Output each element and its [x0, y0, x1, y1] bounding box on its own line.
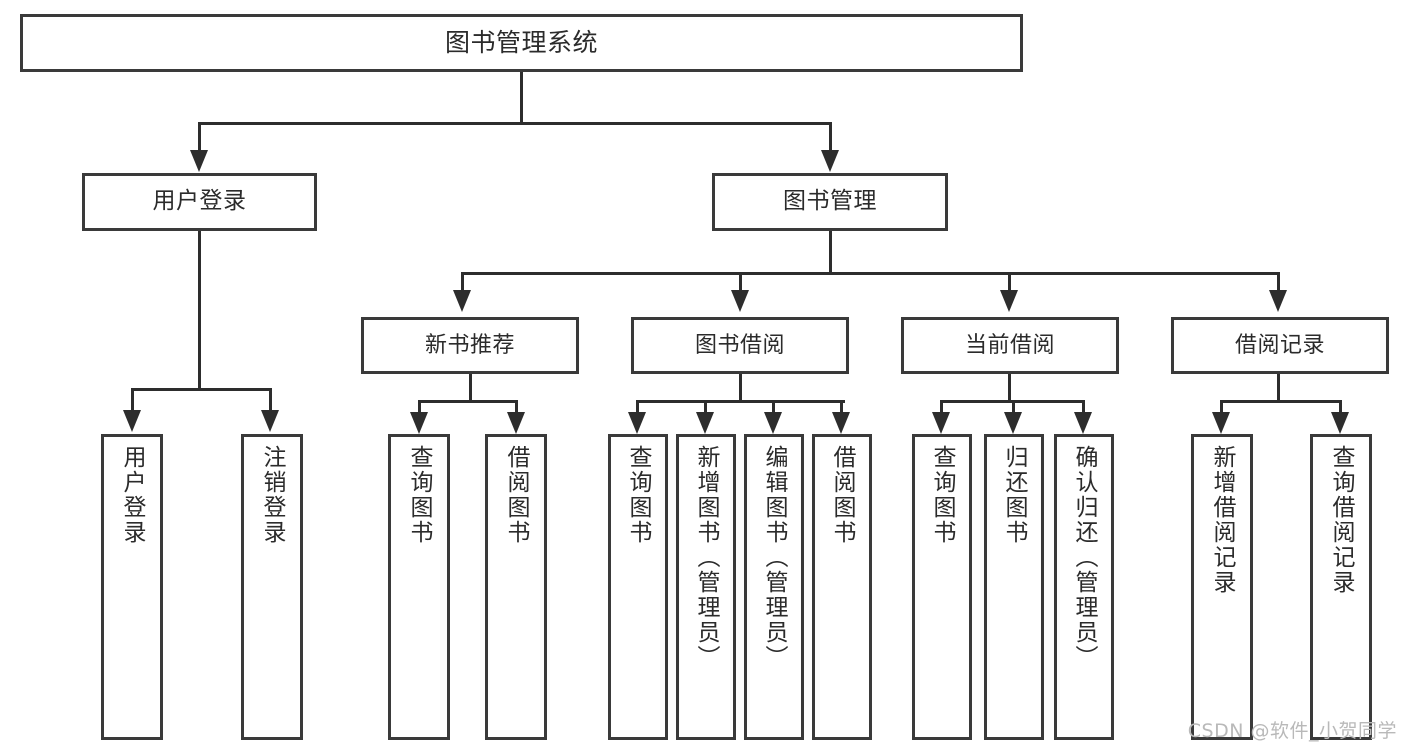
connector-bookmgmt-to-newbook — [461, 272, 464, 292]
arrowhead-root-to-bookmgmt — [821, 150, 839, 172]
node-label: 借阅记录 — [1234, 332, 1325, 358]
arrowhead-newbook-to-borrowbook — [507, 412, 525, 434]
arrowhead-borrow-to-query — [628, 412, 646, 434]
leaf-query-book-newbook[interactable]: 查询图书 — [388, 434, 450, 740]
node-label: 新书推荐 — [424, 332, 515, 358]
node-label: 用户登录 — [152, 188, 247, 215]
leaf-user-logout[interactable]: 注销登录 — [241, 434, 303, 740]
node-label: 图书管理系统 — [444, 28, 598, 58]
node-label: 查询图书 — [406, 445, 433, 545]
connector-newbook-to-query — [418, 400, 421, 414]
node-book-borrow[interactable]: 图书借阅 — [631, 317, 849, 374]
connector-bookmgmt-to-borrow — [739, 272, 742, 292]
arrowhead-bookmgmt-to-borrow — [731, 290, 749, 312]
arrowhead-borrow-to-edit — [764, 412, 782, 434]
node-label: 新增图书（管理员） — [693, 445, 720, 670]
arrowhead-bookmgmt-to-newbook — [453, 290, 471, 312]
leaf-confirm-return-admin[interactable]: 确认归还（管理员） — [1054, 434, 1114, 740]
arrowhead-current-to-query — [932, 412, 950, 434]
connector-login-to-logout — [269, 388, 272, 412]
arrowhead-records-to-add — [1212, 412, 1230, 434]
connector-bookmgmt-to-records — [1277, 272, 1280, 292]
connector-root-to-bookmgmt — [829, 122, 832, 152]
leaf-return-book[interactable]: 归还图书 — [984, 434, 1044, 740]
leaf-query-book-borrow[interactable]: 查询图书 — [608, 434, 668, 740]
arrowhead-newbook-to-query — [410, 412, 428, 434]
connector-login-bar — [131, 388, 271, 391]
node-new-book-recommend[interactable]: 新书推荐 — [361, 317, 579, 374]
leaf-borrow-book-newbook[interactable]: 借阅图书 — [485, 434, 547, 740]
connector-borrow-stem — [739, 374, 742, 402]
node-root-system[interactable]: 图书管理系统 — [20, 14, 1023, 72]
connector-root-to-login — [198, 122, 201, 152]
connector-borrow-to-edit — [772, 400, 775, 414]
node-label: 新增借阅记录 — [1209, 445, 1236, 595]
arrowhead-bookmgmt-to-current — [1000, 290, 1018, 312]
node-label: 编辑图书（管理员） — [761, 445, 788, 670]
leaf-add-borrow-record[interactable]: 新增借阅记录 — [1191, 434, 1253, 740]
connector-records-stem — [1277, 374, 1280, 402]
connector-borrow-to-query — [636, 400, 639, 414]
node-label: 确认归还（管理员） — [1071, 445, 1098, 670]
connector-bookmgmt-to-current — [1008, 272, 1011, 292]
connector-login-stem — [198, 231, 201, 388]
watermark: CSDN @软件_小贺同学 — [1187, 720, 1397, 742]
arrowhead-current-to-return — [1004, 412, 1022, 434]
leaf-add-book-admin[interactable]: 新增图书（管理员） — [676, 434, 736, 740]
node-label: 查询图书 — [929, 445, 956, 545]
node-label: 查询借阅记录 — [1328, 445, 1355, 595]
node-label: 借阅图书 — [829, 445, 856, 545]
connector-borrow-to-add — [704, 400, 707, 414]
connector-records-to-add — [1220, 400, 1223, 414]
connector-newbook-bar — [418, 400, 518, 403]
arrowhead-login-to-userlogin — [123, 410, 141, 432]
leaf-user-login[interactable]: 用户登录 — [101, 434, 163, 740]
arrowhead-borrow-to-add — [696, 412, 714, 434]
leaf-borrow-book[interactable]: 借阅图书 — [812, 434, 872, 740]
arrowhead-records-to-query — [1331, 412, 1349, 434]
node-label: 图书借阅 — [694, 332, 785, 358]
connector-borrow-bar — [636, 400, 845, 403]
connector-root-bar — [198, 122, 832, 125]
connector-newbook-stem — [469, 374, 472, 402]
connector-login-to-userlogin — [131, 388, 134, 412]
node-book-management[interactable]: 图书管理 — [712, 173, 948, 231]
node-label: 图书管理 — [783, 188, 877, 215]
node-current-borrow[interactable]: 当前借阅 — [901, 317, 1119, 374]
arrowhead-borrow-to-borrowbook — [832, 412, 850, 434]
connector-borrow-to-borrowbook — [840, 400, 843, 414]
connector-records-to-query — [1339, 400, 1342, 414]
connector-bookmgmt-bar — [461, 272, 1279, 275]
arrowhead-bookmgmt-to-records — [1269, 290, 1287, 312]
connector-current-to-query — [940, 400, 943, 414]
connector-current-stem — [1008, 374, 1011, 402]
node-borrow-records[interactable]: 借阅记录 — [1171, 317, 1389, 374]
leaf-query-borrow-record[interactable]: 查询借阅记录 — [1310, 434, 1372, 740]
leaf-edit-book-admin[interactable]: 编辑图书（管理员） — [744, 434, 804, 740]
node-label: 当前借阅 — [964, 332, 1055, 358]
node-label: 注销登录 — [259, 445, 286, 545]
arrowhead-current-to-confirm — [1074, 412, 1092, 434]
node-label: 用户登录 — [119, 445, 146, 545]
connector-bookmgmt-stem — [829, 231, 832, 274]
arrowhead-login-to-logout — [261, 410, 279, 432]
node-user-login[interactable]: 用户登录 — [82, 173, 317, 231]
leaf-query-book-current[interactable]: 查询图书 — [912, 434, 972, 740]
connector-records-bar — [1220, 400, 1342, 403]
connector-current-to-return — [1012, 400, 1015, 414]
node-label: 归还图书 — [1001, 445, 1028, 545]
connector-current-to-confirm — [1082, 400, 1085, 414]
node-label: 查询图书 — [625, 445, 652, 545]
node-label: 借阅图书 — [503, 445, 530, 545]
arrowhead-root-to-login — [190, 150, 208, 172]
connector-newbook-to-borrowbook — [515, 400, 518, 414]
connector-root-stem — [520, 72, 523, 122]
